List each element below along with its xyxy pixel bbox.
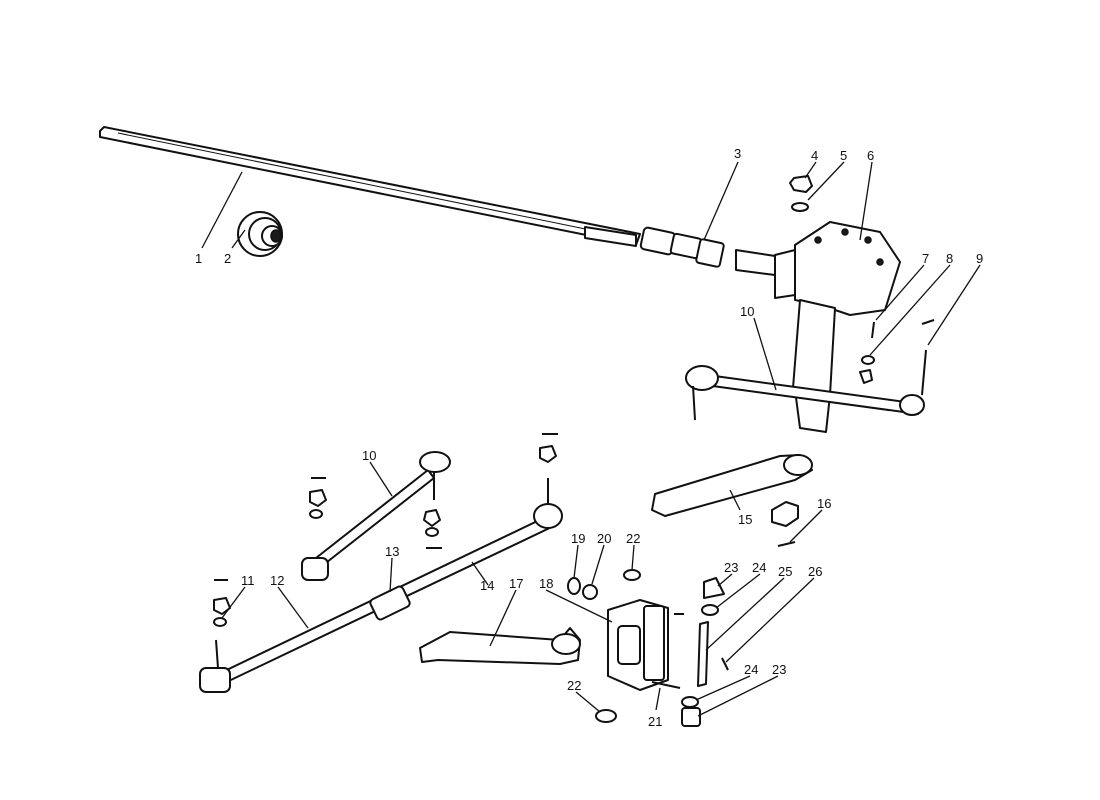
tie-rod-hardware-11 [213, 579, 231, 627]
steering-arm-15 [651, 454, 813, 527]
callout-11: 11 [241, 573, 255, 588]
callout-18: 18 [539, 576, 553, 591]
callout-2: 2 [224, 251, 231, 266]
callout-21: 21 [648, 714, 662, 729]
callout-22-upper: 22 [626, 531, 640, 546]
leader-lines [201, 161, 981, 717]
washer-24-lower [681, 696, 699, 708]
bolt-21 [651, 613, 684, 689]
pin-7 [871, 321, 875, 339]
bushing-23-lower [681, 707, 701, 727]
callout-23-upper: 23 [724, 560, 738, 575]
callout-1: 1 [195, 251, 202, 266]
callout-26: 26 [808, 564, 822, 579]
nut-4 [789, 175, 813, 193]
center-track-rod-upper [685, 349, 927, 421]
callout-13: 13 [385, 544, 399, 559]
callout-3: 3 [734, 146, 741, 161]
washer-5 [791, 202, 809, 212]
callout-12: 12 [270, 573, 284, 588]
callout-22-lower: 22 [567, 678, 581, 693]
idler-bracket-18 [607, 599, 669, 691]
cotter-pin-26 [721, 657, 729, 671]
cap-22-upper [623, 569, 641, 581]
idler-arm-17 [419, 627, 581, 665]
steering-box [735, 221, 901, 433]
callout-4: 4 [811, 148, 818, 163]
callout-7: 7 [922, 251, 929, 266]
callout-6: 6 [867, 148, 874, 163]
callout-9: 9 [976, 251, 983, 266]
callout-25: 25 [778, 564, 792, 579]
pin-16 [777, 541, 796, 547]
column-seal-bellows [237, 211, 283, 257]
callout-24-upper: 24 [752, 560, 766, 575]
callout-19: 19 [571, 531, 585, 546]
callout-14: 14 [480, 578, 494, 593]
washer-8 [859, 355, 875, 384]
washer-24-upper [701, 604, 719, 616]
callout-15: 15 [738, 512, 752, 527]
universal-joint [639, 226, 725, 268]
callouts: 1 2 3 4 5 6 7 8 9 10 10 11 12 13 14 15 1… [195, 146, 983, 729]
callout-16: 16 [817, 496, 831, 511]
tie-rod-assembly [199, 478, 563, 693]
callout-5: 5 [840, 148, 847, 163]
callout-10-upper: 10 [740, 304, 754, 319]
washer-20 [582, 584, 598, 600]
callout-17: 17 [509, 576, 523, 591]
callout-23-lower: 23 [772, 662, 786, 677]
bushing-23-upper [703, 577, 725, 599]
tie-rod-hardware-right [539, 433, 558, 463]
steering-column-shaft [99, 126, 641, 247]
center-track-rod-lower [301, 451, 451, 581]
callout-24-lower: 24 [744, 662, 758, 677]
lower-rod-hardware [309, 477, 442, 549]
washer-19 [567, 577, 581, 595]
cotter-pin-9 [921, 319, 935, 325]
callout-20: 20 [597, 531, 611, 546]
cap-22-lower [595, 709, 617, 723]
callout-10-lower: 10 [362, 448, 376, 463]
callout-8: 8 [946, 251, 953, 266]
pivot-shaft-25 [697, 621, 709, 687]
